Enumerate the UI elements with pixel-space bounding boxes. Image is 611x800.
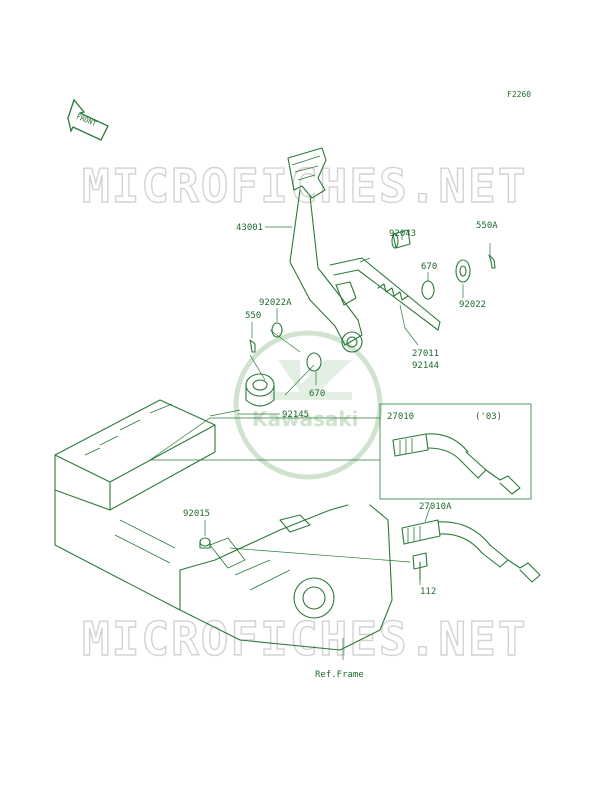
washer-92022A-part — [271, 322, 283, 338]
front-arrow-icon: FRONT — [67, 98, 109, 141]
label-550: 550 — [245, 311, 261, 321]
watermark-top: MICROFICHES.NET — [82, 159, 527, 213]
label-92022A: 92022A — [259, 298, 292, 308]
label-670-mid: 670 — [309, 389, 325, 399]
logo-text: Kawasaki — [252, 407, 359, 431]
watermark-bottom: MICROFICHES.NET — [82, 612, 527, 666]
label-92145: 92145 — [282, 410, 309, 420]
label-27010A: 27010A — [419, 502, 452, 512]
label-27010: 27010 — [387, 412, 414, 422]
inset-label: ('03) — [475, 412, 502, 422]
o-ring-mid-part — [306, 352, 322, 372]
pivot-pin-part — [391, 229, 411, 249]
label-92144: 92144 — [412, 361, 439, 371]
cotter-pin-550-part — [249, 339, 256, 353]
washer-92022-part — [455, 259, 471, 283]
label-92015: 92015 — [183, 509, 210, 519]
label-112: 112 — [420, 587, 436, 597]
frame-part — [54, 399, 393, 651]
o-ring-top-part — [421, 280, 435, 300]
label-92022: 92022 — [459, 300, 486, 310]
brake-switch-27010A-part — [401, 519, 541, 583]
label-550A: 550A — [476, 221, 498, 231]
label-27011: 27011 — [412, 349, 439, 359]
label-43001: 43001 — [236, 223, 263, 233]
return-spring-part — [377, 283, 409, 301]
diagram-code: F2260 — [507, 90, 531, 99]
pivot-bushing-part — [245, 373, 275, 407]
brake-switch-bracket-part — [329, 257, 441, 331]
inset-box-2003: ('03) — [379, 403, 532, 500]
cotter-pin-550A-part — [488, 254, 496, 269]
label-ref-frame: Ref.Frame — [315, 670, 364, 680]
label-670-top: 670 — [421, 262, 437, 272]
bolt-92015-part — [199, 537, 211, 549]
kawasaki-logo: Kawasaki — [233, 330, 383, 480]
label-92043: 92043 — [389, 229, 416, 239]
leader-lines — [149, 226, 491, 660]
brake-pedal-part — [287, 147, 363, 353]
